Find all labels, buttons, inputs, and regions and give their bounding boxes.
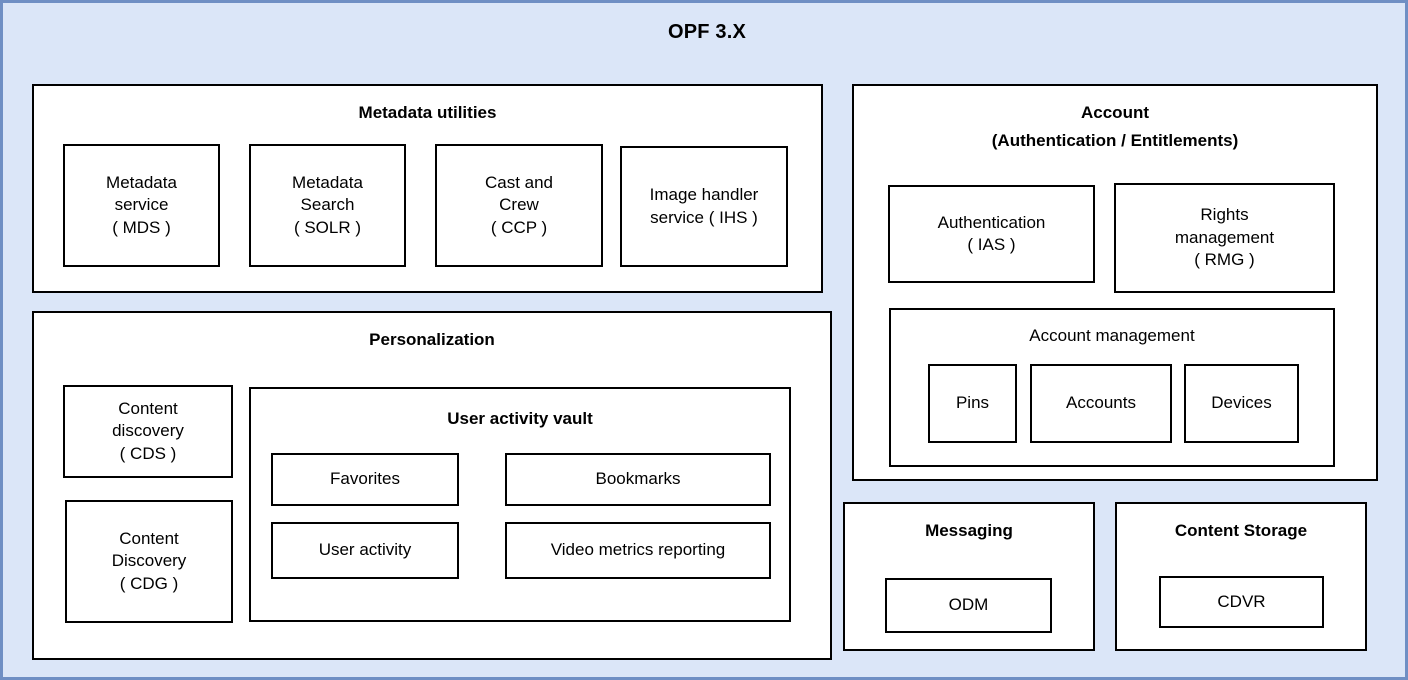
page-title: OPF 3.X [667, 21, 747, 43]
cdvr-box[interactable]: CDVR [1159, 576, 1324, 628]
account-title-line1: Account [1081, 103, 1149, 122]
user-activity-vault-title: User activity vault [447, 409, 593, 428]
accounts-box[interactable]: Accounts [1030, 364, 1172, 443]
messaging-title: Messaging [925, 521, 1013, 540]
authentication-ias-box[interactable]: Authentication ( IAS ) [888, 185, 1095, 283]
metadata-utilities-group: Metadata utilities Metadata service ( MD… [32, 84, 823, 293]
pins-box[interactable]: Pins [928, 364, 1017, 443]
personalization-group: Personalization Content discovery ( CDS … [32, 311, 832, 660]
account-group: Account (Authentication / Entitlements) … [852, 84, 1378, 481]
account-title-line2: (Authentication / Entitlements) [991, 131, 1239, 150]
content-discovery-cdg-box[interactable]: Content Discovery ( CDG ) [65, 500, 233, 623]
user-activity-box[interactable]: User activity [271, 522, 459, 579]
devices-box[interactable]: Devices [1184, 364, 1299, 443]
content-storage-title: Content Storage [1174, 521, 1308, 540]
messaging-group: Messaging ODM [843, 502, 1095, 651]
bookmarks-box[interactable]: Bookmarks [505, 453, 771, 506]
metadata-service-mds-box[interactable]: Metadata service ( MDS ) [63, 144, 220, 267]
content-storage-group: Content Storage CDVR [1115, 502, 1367, 651]
personalization-title: Personalization [369, 330, 495, 349]
favorites-box[interactable]: Favorites [271, 453, 459, 506]
metadata-search-solr-box[interactable]: Metadata Search ( SOLR ) [249, 144, 406, 267]
rights-management-rmg-box[interactable]: Rights management ( RMG ) [1114, 183, 1335, 293]
odm-box[interactable]: ODM [885, 578, 1052, 633]
video-metrics-reporting-box[interactable]: Video metrics reporting [505, 522, 771, 579]
user-activity-vault-group: User activity vault Favorites Bookmarks … [249, 387, 791, 622]
content-discovery-cds-box[interactable]: Content discovery ( CDS ) [63, 385, 233, 478]
account-management-title: Account management [1029, 326, 1195, 345]
cast-and-crew-ccp-box[interactable]: Cast and Crew ( CCP ) [435, 144, 603, 267]
account-management-group: Account management Pins Accounts Devices [889, 308, 1335, 467]
image-handler-service-ihs-box[interactable]: Image handler service ( IHS ) [620, 146, 788, 267]
metadata-utilities-title: Metadata utilities [358, 103, 497, 122]
